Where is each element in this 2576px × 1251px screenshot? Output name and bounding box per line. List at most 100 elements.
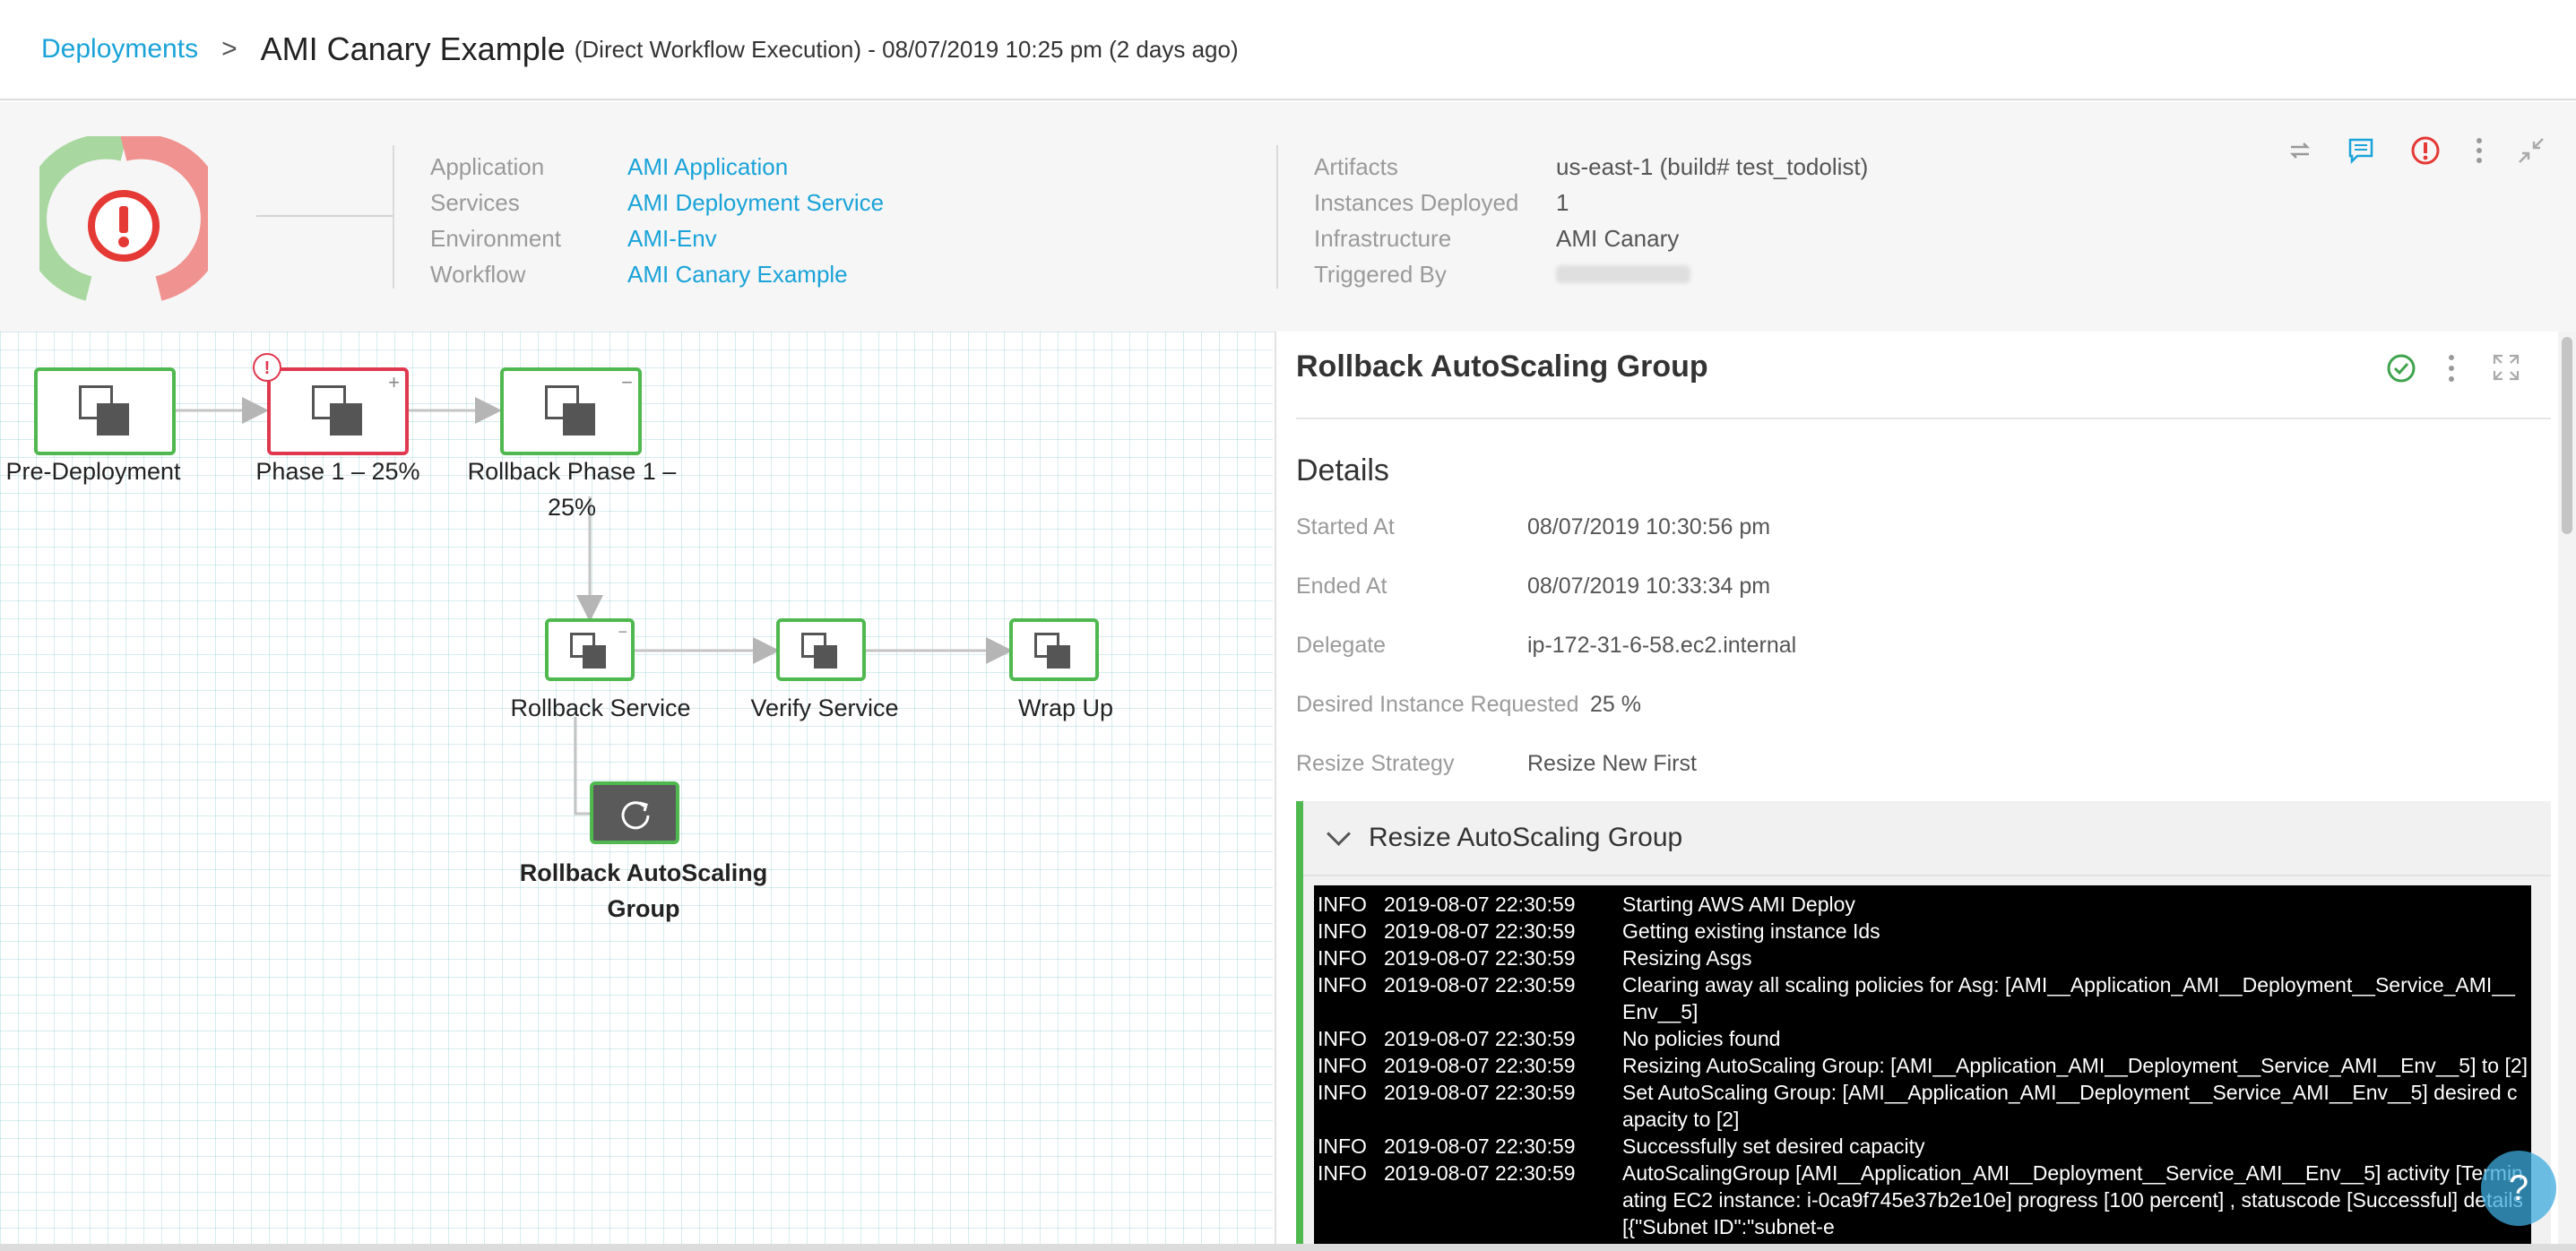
log-level: INFO bbox=[1318, 893, 1367, 916]
instances-deployed-label: Instances Deployed bbox=[1314, 188, 1519, 216]
workflow-label: Workflow bbox=[430, 260, 526, 288]
log-timestamp: 2019-08-07 22:30:59 bbox=[1384, 1161, 1576, 1185]
summary-labels-right: Artifacts Instances Deployed Infrastruct… bbox=[1314, 149, 1518, 292]
bottom-scrollbar[interactable] bbox=[0, 1244, 2576, 1251]
verify-service-label: Verify Service bbox=[750, 695, 899, 721]
pre-deployment-node[interactable] bbox=[34, 367, 176, 455]
log-line: INFO 2019-08-07 22:30:59 Starting AWS AMI … bbox=[1318, 891, 2528, 918]
log-level: INFO bbox=[1318, 1161, 1367, 1185]
infrastructure-value: AMI Canary bbox=[1556, 224, 1680, 252]
breadcrumb-deployments[interactable]: Deployments bbox=[41, 34, 199, 64]
collapse-icon[interactable] bbox=[2515, 134, 2547, 167]
log-timestamp: 2019-08-07 22:30:59 bbox=[1384, 1027, 1576, 1050]
breadcrumb-separator-icon: > bbox=[221, 34, 238, 64]
log-line: INFO 2019-08-07 22:30:59 Resizing Asgs bbox=[1318, 945, 2528, 971]
log-timestamp: 2019-08-07 22:30:59 bbox=[1384, 919, 1576, 943]
triggered-by-label: Triggered By bbox=[1314, 260, 1447, 288]
log-level: INFO bbox=[1318, 1135, 1367, 1158]
log-line: INFO 2019-08-07 22:30:59 Resizing AutoScal… bbox=[1318, 1052, 2528, 1079]
panel-scrollbar[interactable] bbox=[2558, 332, 2576, 1244]
expand-icon[interactable]: + bbox=[388, 371, 400, 393]
environment-label: Environment bbox=[430, 224, 561, 252]
phase1-node[interactable]: + bbox=[267, 367, 409, 455]
summary-values-left: AMI Application AMI Deployment Service A… bbox=[627, 149, 884, 292]
summary-labels-left: Application Services Environment Workflo… bbox=[430, 149, 561, 292]
resize-asg-section-header[interactable]: Resize AutoScaling Group bbox=[1303, 801, 2551, 876]
log-timestamp: 2019-08-07 22:30:59 bbox=[1384, 1135, 1576, 1158]
log-level: INFO bbox=[1318, 1054, 1367, 1077]
log-message: Getting existing instance Ids bbox=[1622, 919, 1880, 943]
execution-log[interactable]: INFO 2019-08-07 22:30:59 Starting AWS AMI … bbox=[1314, 885, 2531, 1244]
log-message: Successfully set desired capacity bbox=[1622, 1135, 1925, 1158]
workflow-graph-canvas[interactable]: Pre-Deployment + ! Phase 1 – 25% − Rollb… bbox=[0, 332, 1273, 1244]
log-timestamp: 2019-08-07 22:30:59 bbox=[1384, 946, 1576, 970]
log-message: Set AutoScaling Group: [AMI__Application… bbox=[1622, 1081, 2518, 1131]
service-link[interactable]: AMI Deployment Service bbox=[627, 188, 885, 216]
log-timestamp: 2019-08-07 22:30:59 bbox=[1384, 893, 1576, 916]
phase1-label: Phase 1 – 25% bbox=[255, 458, 420, 485]
log-line: INFO 2019-08-07 22:30:59 Successfully set … bbox=[1318, 1133, 2528, 1160]
log-line: INFO 2019-08-07 22:30:59 Clearing away all… bbox=[1318, 971, 2528, 1025]
chevron-down-icon bbox=[1327, 821, 1351, 846]
collapse-node-icon[interactable]: − bbox=[621, 371, 633, 393]
log-message: Resizing Asgs bbox=[1622, 946, 1752, 970]
execution-summary: Application Services Environment Workflo… bbox=[0, 102, 2576, 332]
help-button[interactable]: ? bbox=[2481, 1151, 2556, 1226]
rollback-phase1-label: Rollback Phase 1 – 25% bbox=[467, 458, 677, 521]
verify-service-node[interactable] bbox=[776, 618, 866, 681]
rollback-phase1-node[interactable]: − bbox=[500, 367, 642, 455]
collapse-service-icon[interactable]: − bbox=[618, 623, 627, 641]
rollback-service-node[interactable]: − bbox=[545, 618, 635, 681]
wrap-up-node[interactable] bbox=[1009, 618, 1099, 681]
log-message: No policies found bbox=[1622, 1027, 1781, 1050]
log-level: INFO bbox=[1318, 946, 1367, 970]
panel-more-vert-icon[interactable] bbox=[2447, 353, 2456, 384]
log-line: INFO 2019-08-07 22:30:59 Set AutoScaling G… bbox=[1318, 1079, 2528, 1133]
environment-link[interactable]: AMI-Env bbox=[627, 224, 717, 252]
rollback-asg-step-node[interactable] bbox=[590, 781, 679, 844]
artifacts-label: Artifacts bbox=[1314, 152, 1398, 180]
summary-values-right: us-east-1 (build# test_todolist) 1 AMI C… bbox=[1556, 149, 1868, 292]
rollback-asg-label: Rollback AutoScaling Group bbox=[519, 859, 768, 922]
more-vert-icon[interactable] bbox=[2463, 134, 2495, 167]
wrap-up-label: Wrap Up bbox=[1017, 695, 1114, 721]
artifacts-value: us-east-1 (build# test_todolist) bbox=[1556, 152, 1869, 180]
phase-error-icon: ! bbox=[253, 353, 281, 382]
workflow-link[interactable]: AMI Canary Example bbox=[627, 260, 848, 288]
section-title: Resize AutoScaling Group bbox=[1369, 823, 1683, 852]
log-line: INFO 2019-08-07 22:30:59 AutoScalingGroup … bbox=[1318, 1160, 2528, 1240]
success-check-icon bbox=[2387, 354, 2416, 383]
gauge-connector bbox=[256, 215, 393, 217]
rerun-icon[interactable] bbox=[2284, 134, 2316, 167]
log-timestamp: 2019-08-07 22:30:59 bbox=[1384, 1081, 1576, 1104]
log-message: AutoScalingGroup [AMI__Application_AMI__… bbox=[1622, 1161, 2523, 1238]
triggered-by-value-redacted bbox=[1556, 265, 1690, 283]
log-timestamp: 2019-08-07 22:30:59 bbox=[1384, 973, 1576, 996]
expand-panel-icon[interactable] bbox=[2492, 353, 2520, 382]
status-gauge bbox=[39, 136, 208, 301]
log-message: Resizing AutoScaling Group: [AMI__Applic… bbox=[1622, 1054, 2528, 1077]
panel-title: Rollback AutoScaling Group bbox=[1296, 349, 1708, 384]
step-details-panel: Rollback AutoScaling Group Details Start… bbox=[1275, 332, 2560, 1244]
log-level: INFO bbox=[1318, 973, 1367, 996]
refresh-icon bbox=[621, 801, 650, 830]
log-message: Clearing away all scaling policies for A… bbox=[1622, 973, 2515, 1023]
log-level: INFO bbox=[1318, 1081, 1367, 1104]
log-timestamp: 2019-08-07 22:30:59 bbox=[1384, 1054, 1576, 1077]
comment-icon[interactable] bbox=[2345, 134, 2377, 167]
application-link[interactable]: AMI Application bbox=[627, 152, 789, 180]
execution-subtitle: (Direct Workflow Execution) - 08/07/2019… bbox=[574, 35, 1239, 63]
error-icon bbox=[88, 190, 160, 262]
scrollbar-thumb[interactable] bbox=[2562, 337, 2572, 534]
alert-icon[interactable] bbox=[2409, 134, 2442, 167]
log-message: Starting AWS AMI Deploy bbox=[1622, 893, 1855, 916]
instances-deployed-value: 1 bbox=[1556, 188, 1569, 216]
infrastructure-label: Infrastructure bbox=[1314, 224, 1452, 252]
summary-divider-2 bbox=[1276, 145, 1278, 289]
